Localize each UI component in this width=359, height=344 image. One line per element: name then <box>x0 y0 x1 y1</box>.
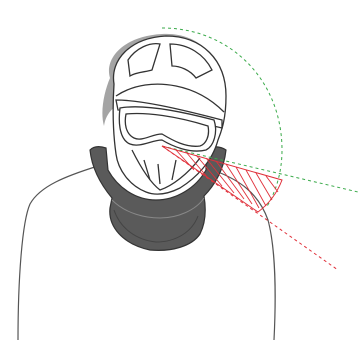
left-shoulder-line <box>18 166 98 340</box>
right-shoulder-line <box>218 172 275 340</box>
